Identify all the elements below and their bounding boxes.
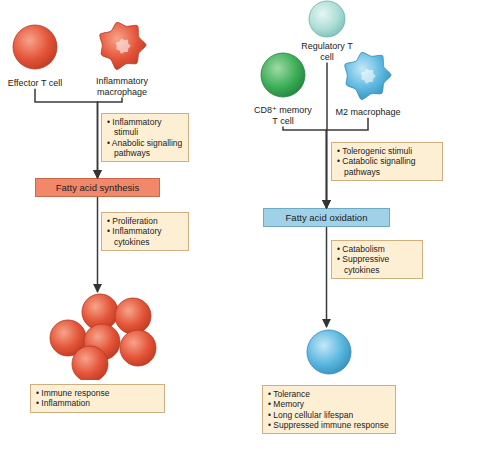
effector-cell <box>115 298 151 334</box>
outcome-node: • Tolerance• Memory• Long cellular lifes… <box>262 327 396 434</box>
cell-node: Inflammatory macrophage <box>88 18 156 98</box>
flow-arrow <box>327 118 369 208</box>
bullet-item: • Long cellular lifespan <box>268 410 390 420</box>
effector-cell <box>120 330 156 366</box>
bullet-item: • Inflammatory stimuli <box>107 117 183 138</box>
bullet-item: • Suppressive cytokines <box>337 254 417 275</box>
effector-cell <box>72 346 108 380</box>
cell-label-block: CD8⁺ memory T cell <box>253 105 313 127</box>
process-box: Fatty acid synthesis <box>35 178 160 197</box>
note-box: • Inflammatory stimuli• Anabolic signall… <box>101 113 189 162</box>
flow-arrow <box>326 63 328 208</box>
note-box: • Proliferation• Inflammatory cytokines <box>101 212 189 251</box>
flow-arrow <box>35 89 98 178</box>
bullet-item: • Proliferation <box>107 216 183 226</box>
regulatory-cell <box>307 330 351 374</box>
bullet-item: • Inflammatory cytokines <box>107 226 183 247</box>
note-box: • Catabolism• Suppressive cytokines <box>331 240 423 279</box>
cell-cluster <box>30 292 165 380</box>
cell-body <box>261 53 305 97</box>
cell-node: Regulatory T cell <box>298 0 356 63</box>
flow-arrow <box>283 127 327 208</box>
bullet-item: • Catabolism <box>337 244 417 254</box>
cell-illustration <box>88 18 156 73</box>
cell-body <box>13 25 57 69</box>
macrophage-nucleus <box>116 39 131 54</box>
node-label: CD8⁺ memory T cell <box>253 105 313 127</box>
bullet-item: • Tolerogenic stimuli <box>337 146 437 156</box>
cell-illustration <box>0 20 70 75</box>
process-box: Fatty acid oxidation <box>263 208 390 227</box>
note-box: • Immune response• Inflammation <box>30 384 165 413</box>
bullet-item: • Suppressed immune response <box>268 420 390 430</box>
node-label: Inflammatory macrophage <box>88 76 156 98</box>
node-label: Regulatory T cell <box>298 41 356 63</box>
note-box: • Tolerance• Memory• Long cellular lifes… <box>262 385 396 434</box>
cell-illustration <box>253 50 313 102</box>
node-label: Effector T cell <box>0 78 70 89</box>
cell-body <box>309 1 345 37</box>
single-cell <box>262 327 396 377</box>
bullet-item: • Memory <box>268 399 390 409</box>
cell-label-block: M2 macrophage <box>330 107 406 118</box>
node-label: Fatty acid oxidation <box>266 212 387 223</box>
macrophage-body <box>345 52 391 99</box>
bullet-item: • Inflammation <box>36 398 159 408</box>
outcome-node: • Immune response• Inflammation <box>30 292 165 413</box>
cell-node: M2 macrophage <box>330 48 406 118</box>
cell-illustration <box>298 0 356 38</box>
note-box: • Tolerogenic stimuli• Catabolic signall… <box>331 142 443 181</box>
cell-label-block: Regulatory T cell <box>298 41 356 63</box>
bullet-item: • Anabolic signalling pathways <box>107 138 183 159</box>
flow-arrow <box>98 98 123 178</box>
bullet-item: • Catabolic signalling pathways <box>337 156 437 177</box>
cell-node: CD8⁺ memory T cell <box>253 50 313 127</box>
macrophage-body <box>100 22 146 69</box>
node-label: Fatty acid synthesis <box>38 182 157 193</box>
cell-label-block: Inflammatory macrophage <box>88 76 156 98</box>
bullet-item: • Tolerance <box>268 389 390 399</box>
macrophage-nucleus <box>361 69 376 84</box>
cell-label-block: Effector T cell <box>0 78 70 89</box>
bullet-item: • Immune response <box>36 388 159 398</box>
node-label: M2 macrophage <box>330 107 406 118</box>
cell-node: Effector T cell <box>0 20 70 89</box>
flow-arrow <box>326 227 328 327</box>
cell-illustration <box>330 48 406 104</box>
flow-arrow <box>97 197 99 292</box>
